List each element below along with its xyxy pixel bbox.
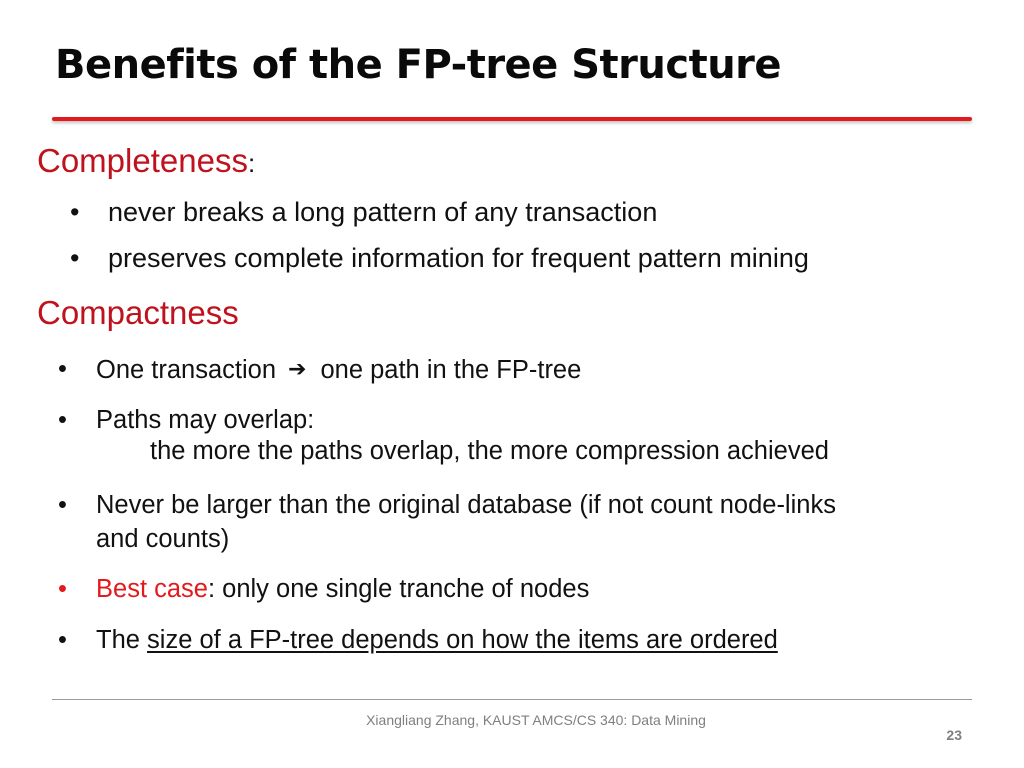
bullet-dot: •	[70, 243, 80, 273]
bullet-text: and counts)	[96, 525, 230, 553]
bullet-text-right: one path in the FP-tree	[320, 356, 582, 384]
bullet-text: Paths may overlap:	[96, 406, 315, 434]
compactness-bullet-2-continuation: the more the paths overlap, the more com…	[150, 437, 829, 465]
bullet-text-prefix: The	[96, 626, 148, 654]
completeness-colon: :	[247, 148, 256, 178]
bullet-text-group: Best case: only one single tranche of no…	[96, 572, 589, 606]
best-case-label: Best case	[96, 575, 208, 603]
bullet-text-group: The size of a FP-tree depends on how the…	[96, 623, 778, 657]
title-underline-rule	[52, 117, 972, 121]
completeness-heading-text: Completeness	[37, 142, 248, 179]
bullet-text-left: One transaction	[96, 356, 277, 384]
bullet-text: Never be larger than the original databa…	[96, 491, 836, 519]
page-number: 23	[946, 727, 962, 743]
bullet-dot: •	[58, 491, 67, 519]
bullet-text-group: One transaction ➔ one path in the FP-tree	[96, 352, 581, 387]
bullet-text: never breaks a long pattern of any trans…	[108, 197, 658, 227]
bullet-text: preserves complete information for frequ…	[108, 243, 809, 273]
footer-text: Xiangliang Zhang, KAUST AMCS/CS 340: Dat…	[366, 712, 706, 728]
underlined-text: size of a FP-tree depends on how the ite…	[147, 626, 778, 654]
right-arrow-icon: ➔	[288, 356, 307, 381]
footer-rule	[52, 699, 972, 700]
bullet-dot: •	[70, 197, 80, 227]
bullet-dot: •	[58, 406, 67, 434]
section-heading-compactness: Compactness	[37, 294, 239, 331]
best-case-text: : only one single tranche of nodes	[207, 575, 590, 603]
bullet-dot: •	[58, 355, 67, 383]
section-heading-completeness: Completeness:	[37, 142, 255, 180]
slide-title: Benefits of the FP-tree Structure	[55, 42, 782, 88]
bullet-dot: •	[58, 626, 67, 654]
bullet-dot-red: •	[58, 575, 67, 603]
